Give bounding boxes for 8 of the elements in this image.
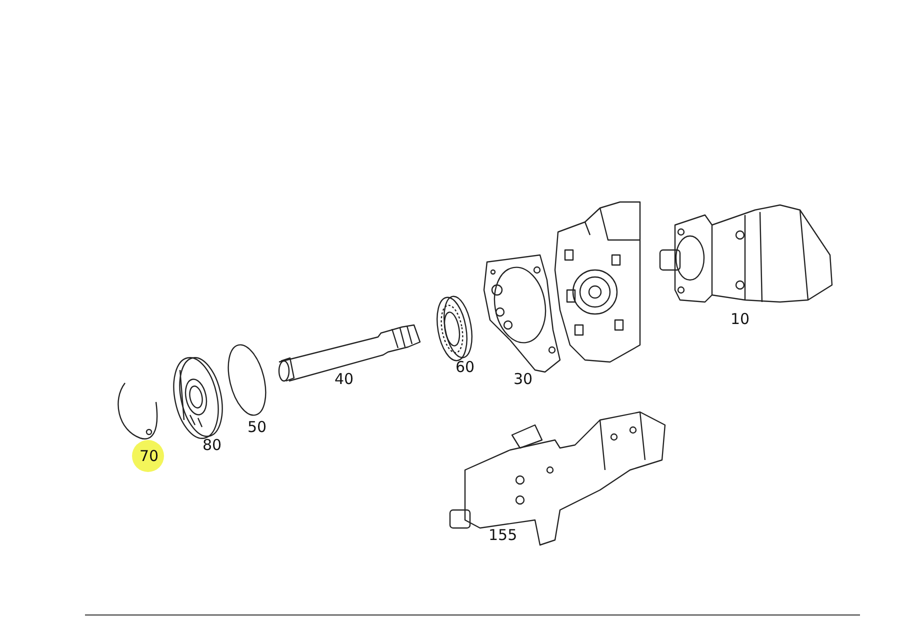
callout-number: 80 xyxy=(202,437,222,453)
callout-number: 60 xyxy=(456,359,475,375)
callout-number: 30 xyxy=(514,371,533,387)
callout-number: 155 xyxy=(488,527,518,543)
callout-number: 10 xyxy=(730,311,750,327)
callout-number: 40 xyxy=(334,371,354,387)
callout-number: 50 xyxy=(248,419,267,435)
callout-number: 70 xyxy=(140,448,159,464)
